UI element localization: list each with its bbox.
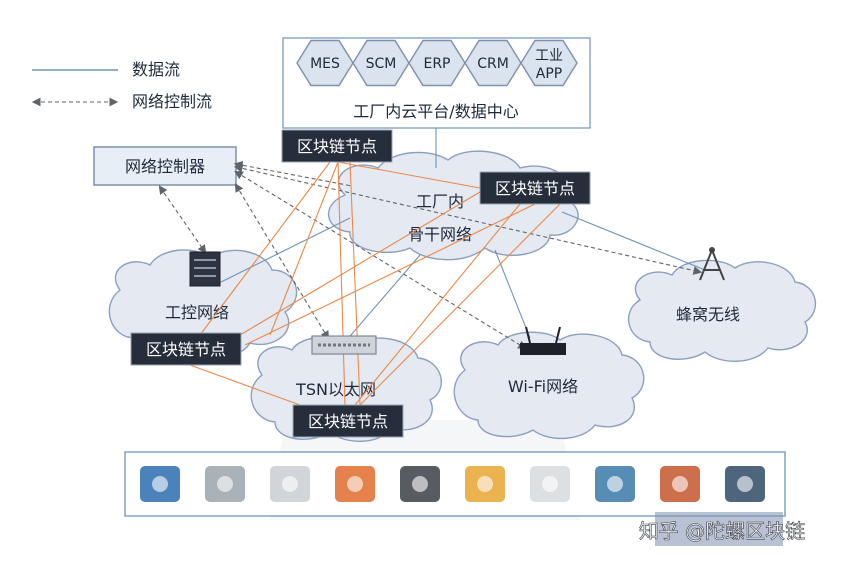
watermark-text: 知乎 @陀螺区块链 [639, 519, 805, 543]
platform-modules: MES SCM ERP CRM 工业 APP [296, 39, 578, 87]
legend-control-flow-label: 网络控制流 [132, 92, 212, 111]
platform-title: 工厂内云平台/数据中心 [353, 102, 518, 121]
forklift-icon [465, 466, 505, 502]
cloud-cellular: 蜂窝无线 [627, 259, 817, 362]
blockchain-node-industrial: 区块链节点 [130, 332, 242, 366]
robot-arm-icon [335, 466, 375, 502]
device-icons [140, 466, 765, 502]
blockchain-node-top-label: 区块链节点 [297, 137, 377, 156]
module-label-0: MES [310, 56, 340, 72]
industrial-switch-icon [189, 251, 221, 287]
network-controller: 网络控制器 [93, 146, 237, 186]
monitor-workers-icon [660, 466, 700, 502]
watermark: 知乎 @陀螺区块链 [639, 512, 805, 546]
cell-tower-icon [699, 247, 725, 281]
cloud-platform: 工厂内云平台/数据中心 MES SCM ERP CRM 工业 APP [282, 37, 591, 129]
module-hex-4: 工业 APP [520, 39, 578, 87]
devices-strip [124, 451, 786, 517]
tsn-label: TSN以太网 [295, 380, 376, 399]
wifi-router-icon [520, 326, 566, 355]
cnc-machine-icon [205, 466, 245, 502]
backbone-label-line2: 骨干网络 [408, 225, 472, 244]
backbone-label-line1: 工厂内 [416, 192, 464, 211]
blockchain-node-top: 区块链节点 [281, 129, 393, 163]
engine-icon [400, 466, 440, 502]
controller-label: 网络控制器 [125, 157, 205, 176]
tsn-switch-icon [311, 335, 377, 355]
blockchain-node-tsn-label: 区块链节点 [308, 412, 388, 431]
blockchain-node-backbone: 区块链节点 [479, 171, 591, 205]
module-hex-3: CRM [464, 39, 522, 87]
legend-data-flow-label: 数据流 [132, 60, 180, 79]
blockchain-node-industrial-label: 区块链节点 [146, 340, 226, 359]
smart-meter-icon [595, 466, 635, 502]
module-label-4: 工业 [535, 48, 563, 64]
legend: 数据流 网络控制流 [31, 60, 212, 111]
module-hex-0: MES [296, 39, 354, 87]
cloud-wifi: Wi-Fi网络 [453, 331, 645, 440]
module-label-4-line2: APP [536, 66, 562, 82]
industrial-label: 工控网络 [165, 303, 229, 322]
module-hex-2: ERP [408, 39, 466, 87]
cellular-label: 蜂窝无线 [676, 305, 740, 324]
wifi-label: Wi-Fi网络 [508, 377, 578, 396]
camera-icon [530, 466, 570, 502]
flowmeter-icon [140, 466, 180, 502]
module-label-1: SCM [366, 56, 397, 72]
agv-robot-icon [270, 466, 310, 502]
blockchain-links [189, 161, 561, 406]
conveyor-robot-icon [725, 466, 765, 502]
blockchain-node-tsn: 区块链节点 [292, 404, 404, 438]
module-label-2: ERP [423, 56, 450, 72]
blockchain-node-backbone-label: 区块链节点 [495, 179, 575, 198]
module-hex-1: SCM [352, 39, 410, 87]
module-label-3: CRM [477, 56, 509, 72]
